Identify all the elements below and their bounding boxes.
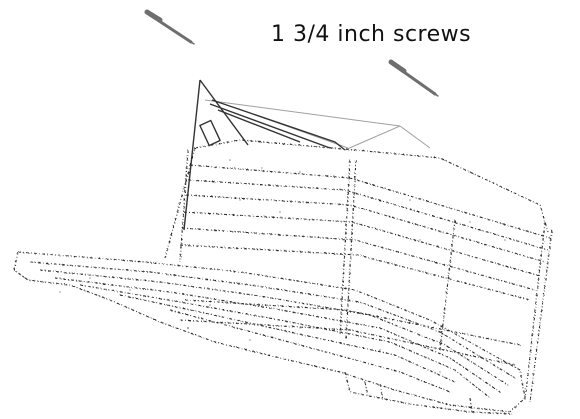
- screw-icon-left: [144, 9, 195, 45]
- guide-lines: [204, 99, 431, 151]
- table-sketch: [13, 139, 553, 415]
- texture-speckle: [59, 159, 506, 373]
- screws-callout-label: 1 3/4 inch screws: [271, 22, 472, 47]
- screw-icon-right: [388, 59, 439, 97]
- bracket-frame: [183, 79, 346, 231]
